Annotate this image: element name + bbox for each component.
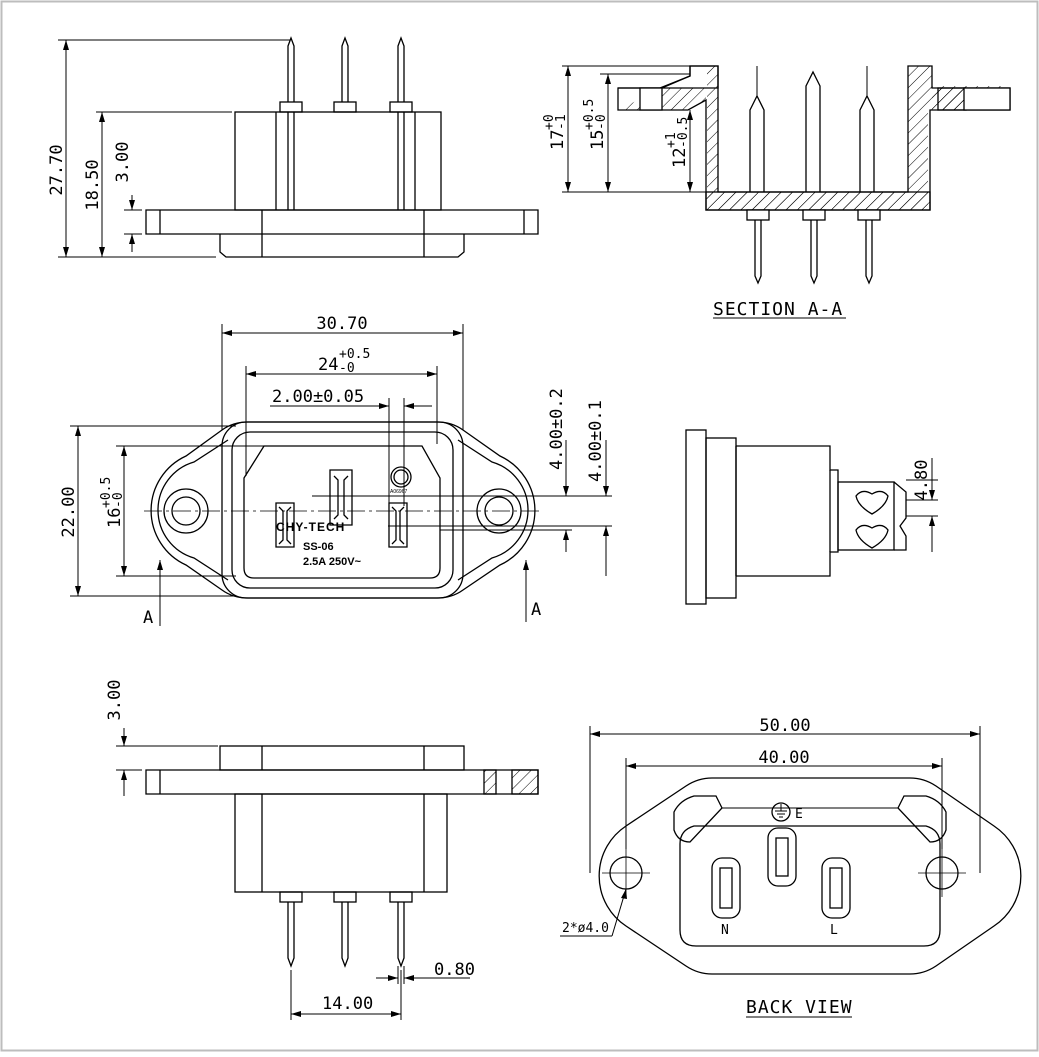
- dim-pin-diameter: 0.80: [434, 960, 475, 980]
- cert-code: A06967: [390, 489, 407, 495]
- dim-pin-pitch-b: 4.00±0.1: [586, 400, 606, 482]
- section-view: [562, 65, 1011, 319]
- dim-bottom-flange: 3.00: [105, 680, 125, 721]
- section-mark-right: A: [531, 600, 541, 620]
- svg-text:17: 17: [548, 130, 568, 150]
- dim-16: 16 +0.5 -0: [99, 477, 126, 528]
- front-view: [58, 36, 539, 258]
- dim-24: 24 +0.5 -0: [318, 347, 370, 376]
- svg-text:16: 16: [105, 508, 125, 528]
- svg-text:+0.5: +0.5: [99, 477, 114, 508]
- back-view-title: BACK VIEW: [746, 997, 853, 1018]
- dim-12: 12 +1 -0.5: [664, 117, 691, 168]
- bottom-view: [116, 728, 539, 1020]
- label-earth: E: [795, 807, 803, 822]
- dim-overall-width: 30.70: [316, 314, 367, 334]
- label-neutral: N: [721, 923, 729, 938]
- side-view: [685, 429, 938, 605]
- label-live: L: [830, 923, 838, 938]
- svg-text:+0: +0: [542, 114, 557, 130]
- back-view: [560, 726, 1022, 1018]
- dim-body-height: 18.50: [83, 159, 103, 210]
- brand-text: CHY-TECH: [276, 520, 345, 534]
- svg-text:-0: -0: [111, 492, 126, 508]
- svg-text:-0.5: -0.5: [676, 117, 691, 148]
- dim-total-height: 27.70: [47, 144, 67, 195]
- svg-text:15: 15: [588, 130, 608, 150]
- section-title: SECTION A-A: [713, 299, 843, 320]
- model-text: SS-06: [303, 541, 334, 553]
- dim-back-40: 40.00: [758, 748, 809, 768]
- dim-pin-pitch-a: 4.00±0.2: [547, 388, 567, 470]
- dim-back-50: 50.00: [759, 716, 810, 736]
- svg-text:-1: -1: [554, 114, 569, 130]
- dim-17: 17 +0 -1: [542, 114, 569, 150]
- dim-pin-width: 2.00±0.05: [272, 387, 364, 407]
- svg-text:24: 24: [318, 355, 338, 375]
- svg-text:+1: +1: [664, 132, 679, 148]
- top-view: [70, 324, 612, 626]
- hole-note: 2*ø4.0: [562, 921, 609, 936]
- svg-text:-0: -0: [339, 361, 355, 376]
- dim-15: 15 +0.5 -0: [582, 99, 609, 150]
- svg-text:+0.5: +0.5: [339, 347, 370, 362]
- svg-text:-0: -0: [594, 114, 609, 130]
- svg-text:12: 12: [670, 148, 690, 168]
- dim-overall-height: 22.00: [59, 486, 79, 537]
- dim-pin-span: 14.00: [322, 994, 373, 1014]
- rating-text: 2.5A 250V~: [303, 556, 362, 568]
- dim-tab-width: 4.80: [912, 460, 932, 501]
- dim-flange-thickness: 3.00: [113, 142, 133, 183]
- section-mark-left: A: [143, 608, 153, 628]
- svg-text:+0.5: +0.5: [582, 99, 597, 130]
- dimension-arrows: [63, 40, 980, 1017]
